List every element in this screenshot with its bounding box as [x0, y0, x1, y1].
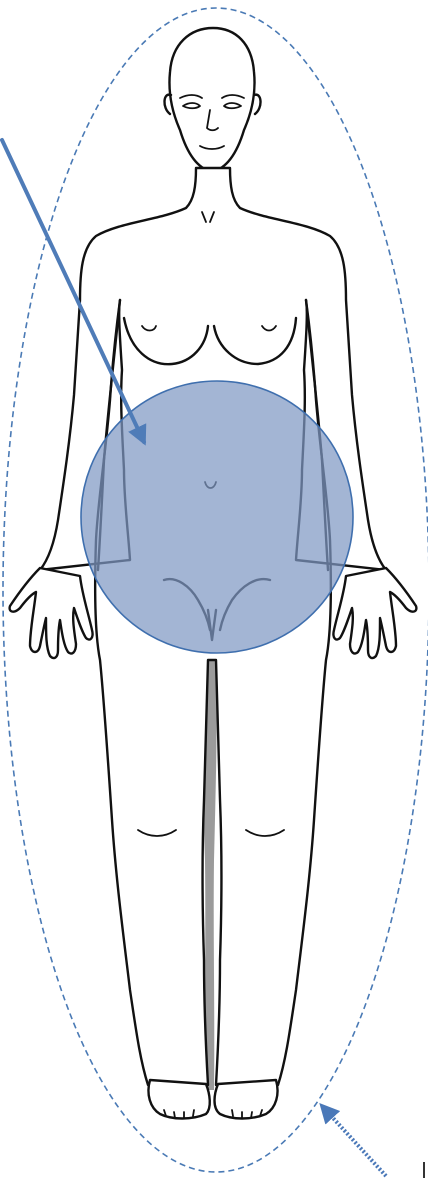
abdomen-highlight-circle [81, 381, 353, 653]
cropped-text-fragment [423, 1162, 425, 1178]
head [169, 28, 254, 172]
ellipse-dotted-arrow [322, 1106, 386, 1176]
right-foot [215, 1080, 278, 1119]
right-ear [254, 95, 261, 114]
left-foot [148, 1080, 209, 1119]
right-hand [333, 568, 416, 658]
left-hand [10, 568, 93, 658]
